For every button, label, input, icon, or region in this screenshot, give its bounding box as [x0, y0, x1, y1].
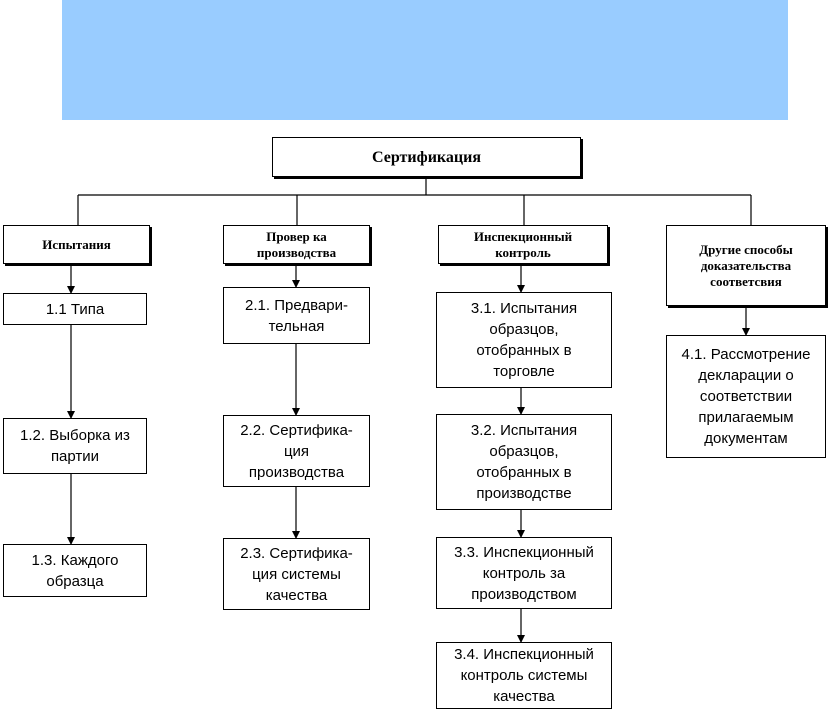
item-node-1-3: 1.3. Каждого образца	[3, 544, 147, 597]
item-node-2-2: 2.2. Сертифика- ция производства	[223, 415, 370, 487]
header-node-ispytaniya: Испытания	[3, 225, 150, 264]
item-node-2-3: 2.3. Сертифика- ция системы качества	[223, 538, 370, 610]
item-node-1-2: 1.2. Выборка из партии	[3, 418, 147, 474]
item-node-3-4: 3.4. Инспекционный контроль системы каче…	[436, 642, 612, 709]
item-node-3-2: 3.2. Испытания образцов, отобранных в пр…	[436, 414, 612, 510]
item-node-3-3: 3.3. Инспекционный контроль за производс…	[436, 537, 612, 609]
item-node-3-1: 3.1. Испытания образцов, отобранных в то…	[436, 292, 612, 388]
root-node: Сертификация	[272, 137, 581, 177]
item-node-2-1: 2.1. Предвари- тельная	[223, 287, 370, 344]
title-banner	[62, 0, 788, 120]
header-node-proverka: Провер ка производства	[223, 225, 370, 264]
header-node-inspektsionnyy: Инспекционный контроль	[438, 225, 608, 264]
item-node-4-1: 4.1. Рассмотрение декларации о соответст…	[666, 335, 826, 458]
header-node-drugie-sposoby: Другие способы доказательства соответсви…	[666, 225, 826, 306]
item-node-1-1: 1.1 Типа	[3, 293, 147, 325]
